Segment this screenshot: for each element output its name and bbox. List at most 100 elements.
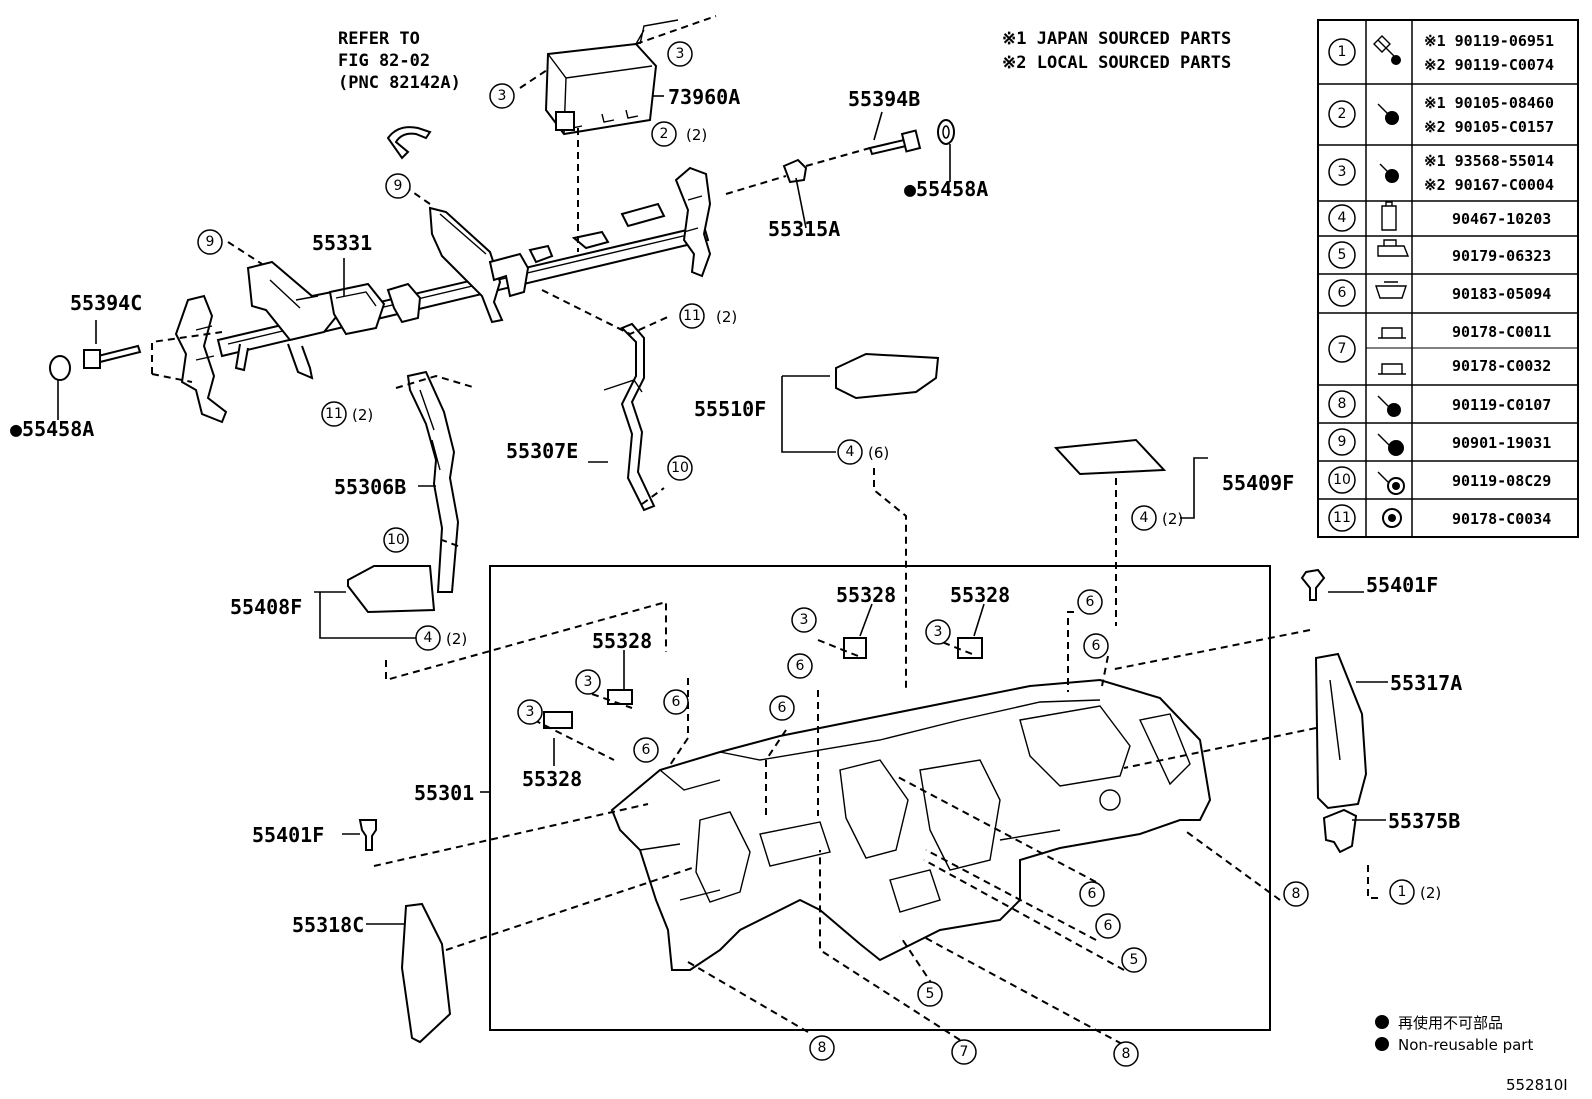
table-row-7: 7 90178-C0011 90178-C0032 bbox=[1328, 323, 1551, 375]
callout-8: 8 bbox=[809, 1035, 835, 1061]
refer-to-line3: (PNC 82142A) bbox=[338, 73, 461, 93]
svg-text:5: 5 bbox=[1130, 952, 1139, 968]
clip-nut-icon bbox=[1375, 281, 1407, 299]
svg-text:6: 6 bbox=[1088, 886, 1097, 902]
solid-leaders bbox=[57, 95, 1388, 925]
callout-4: 4 bbox=[1131, 505, 1157, 531]
label-55401F-right: 55401F bbox=[1366, 573, 1438, 597]
svg-text:4: 4 bbox=[846, 444, 855, 460]
callout-6: 6 bbox=[663, 689, 689, 715]
callout-circles: 3 3 2 9 9 11 11 10 10 4 4 4 6 6 3 3 6 3 … bbox=[197, 41, 1415, 1067]
callout-10: 10 bbox=[383, 527, 409, 553]
bolt-55394B-drawing bbox=[868, 119, 955, 156]
callout-5: 5 bbox=[1121, 947, 1147, 973]
svg-text:1: 1 bbox=[1398, 884, 1407, 900]
callout-6: 6 bbox=[1095, 913, 1121, 939]
svg-text:10: 10 bbox=[387, 532, 405, 548]
label-55331: 55331 bbox=[312, 231, 372, 255]
side-cover-55317A-drawing bbox=[1314, 652, 1368, 810]
svg-text:3: 3 bbox=[526, 704, 535, 720]
callout-3: 3 bbox=[517, 699, 543, 725]
callout-5: 5 bbox=[917, 981, 943, 1007]
qty-2: (2) bbox=[352, 406, 373, 424]
qty-6: (6) bbox=[868, 444, 889, 462]
nut-icon bbox=[1382, 508, 1402, 528]
qty-2: (2) bbox=[686, 126, 707, 144]
table-row-3: 3 ※1 93568-55014 ※2 90167-C0004 bbox=[1328, 152, 1554, 194]
legend: 再使用不可部品 Non-reusable part bbox=[1375, 1014, 1533, 1054]
table-row-6: 6 90183-05094 bbox=[1328, 279, 1551, 307]
svg-text:4: 4 bbox=[424, 630, 433, 646]
brace-55306B-drawing bbox=[406, 370, 460, 593]
label-55328: 55328 bbox=[592, 629, 652, 653]
svg-text:7: 7 bbox=[960, 1044, 969, 1060]
quantity-labels: (2) (2) (2) (6) (2) (2) (2) bbox=[352, 126, 1441, 902]
table-row-11: 11 90178-C0034 bbox=[1328, 504, 1551, 532]
callout-9: 9 bbox=[385, 173, 411, 199]
callout-6: 6 bbox=[787, 653, 813, 679]
hardware-table: 1 ※1 90119-06951 ※2 90119-C0074 2 ※1 901… bbox=[1317, 19, 1579, 538]
figure-code: 552810I bbox=[1506, 1076, 1568, 1094]
qty-2: (2) bbox=[716, 308, 737, 326]
label-55409F: 55409F bbox=[1222, 471, 1294, 495]
brace-55307E-drawing bbox=[620, 322, 656, 512]
non-reusable-dot-icon bbox=[1375, 1037, 1389, 1051]
row-number: 7 bbox=[1338, 341, 1347, 357]
panel-55510F-drawing bbox=[835, 352, 940, 400]
callout-11: 11 bbox=[321, 401, 347, 427]
svg-text:5: 5 bbox=[926, 986, 935, 1002]
retainer-icon bbox=[1378, 327, 1406, 339]
svg-text:11: 11 bbox=[683, 308, 701, 324]
clip-55401F-drawing bbox=[358, 568, 1326, 851]
callout-3: 3 bbox=[925, 619, 951, 645]
svg-text:2: 2 bbox=[660, 126, 669, 142]
svg-text:4: 4 bbox=[1140, 510, 1149, 526]
svg-text:6: 6 bbox=[1092, 638, 1101, 654]
qty-2: (2) bbox=[1420, 884, 1441, 902]
svg-text:9: 9 bbox=[206, 234, 215, 250]
svg-text:3: 3 bbox=[676, 46, 685, 62]
callout-3: 3 bbox=[667, 41, 693, 67]
clip-55328-drawing bbox=[543, 637, 983, 729]
callout-4: 4 bbox=[837, 439, 863, 465]
svg-text:6: 6 bbox=[778, 700, 787, 716]
part-number: 90119-08C29 bbox=[1452, 472, 1551, 490]
svg-text:6: 6 bbox=[1086, 594, 1095, 610]
label-55401F-left: 55401F bbox=[252, 823, 324, 847]
part-labels: 73960A 55394B ●55458A 55315A 55331 55394… bbox=[10, 85, 1462, 937]
label-55510F: 55510F bbox=[694, 397, 766, 421]
svg-text:6: 6 bbox=[642, 742, 651, 758]
part-number: ※1 90105-08460 bbox=[1424, 94, 1554, 112]
callout-11: 11 bbox=[679, 303, 705, 329]
part-number: 90119-C0107 bbox=[1452, 396, 1551, 414]
svg-text:10: 10 bbox=[671, 460, 689, 476]
wire-clip-drawing bbox=[386, 126, 432, 160]
leader-lines bbox=[151, 15, 1378, 1045]
callout-10: 10 bbox=[667, 455, 693, 481]
part-number: 90467-10203 bbox=[1452, 210, 1551, 228]
side-cover-55318C-drawing bbox=[400, 902, 452, 1044]
non-reusable-dot-icon bbox=[1375, 1015, 1389, 1029]
refer-to-line2: FIG 82-02 bbox=[338, 51, 430, 71]
label-55306B: 55306B bbox=[334, 475, 406, 499]
label-55317A: 55317A bbox=[1390, 671, 1462, 695]
callout-6: 6 bbox=[633, 737, 659, 763]
refer-to-line1: REFER TO bbox=[338, 29, 420, 49]
callout-3: 3 bbox=[791, 607, 817, 633]
svg-text:3: 3 bbox=[934, 624, 943, 640]
part-number: ※2 90119-C0074 bbox=[1424, 56, 1554, 74]
label-55394B: 55394B bbox=[848, 87, 920, 111]
callout-1: 1 bbox=[1389, 879, 1415, 905]
svg-text:8: 8 bbox=[818, 1040, 827, 1056]
part-number: 90901-19031 bbox=[1452, 434, 1551, 452]
instrument-panel-box bbox=[489, 565, 1271, 1031]
callout-7: 7 bbox=[951, 1039, 977, 1065]
cover-55408F-drawing bbox=[347, 565, 436, 614]
label-73960A: 73960A bbox=[668, 85, 740, 109]
row-number: 5 bbox=[1338, 247, 1347, 263]
clip-icon bbox=[1381, 201, 1397, 231]
callout-6: 6 bbox=[1083, 633, 1109, 659]
table-row-9: 9 90901-19031 bbox=[1328, 428, 1551, 456]
part-number: 90178-C0032 bbox=[1452, 357, 1551, 375]
